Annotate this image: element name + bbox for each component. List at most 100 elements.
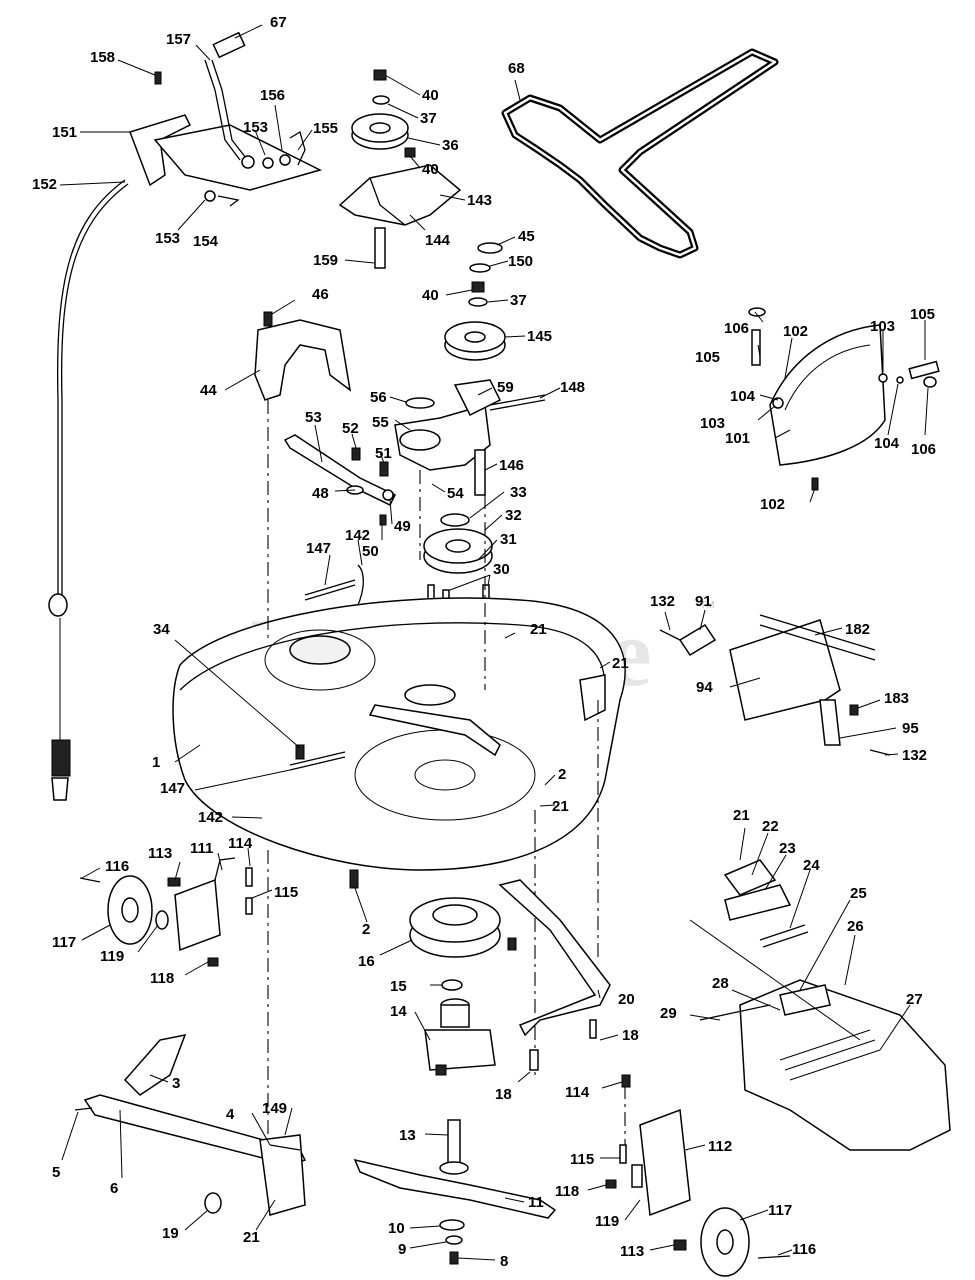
part-label: 55 [372,414,389,431]
control-cable-152 [48,179,129,801]
part-label: 16 [358,953,375,970]
part-label: 4 [226,1106,235,1123]
part-label: 104 [730,388,756,405]
part-label: 113 [148,845,172,862]
part-label: 31 [500,531,517,548]
part-label: 18 [622,1027,639,1044]
part-label: 44 [200,382,217,399]
part-label: 154 [193,233,219,250]
part-label: 103 [700,415,725,432]
deck-arm-20 [498,879,611,1071]
part-label: 37 [420,110,437,127]
part-label: 36 [442,137,459,154]
part-label: 21 [552,798,569,815]
part-label: 14 [390,1003,407,1020]
part-label: 91 [695,593,712,610]
part-label: 148 [560,379,585,396]
part-label: 21 [243,1229,260,1246]
part-label: 147 [306,540,331,557]
idler-bracket-143 [338,164,462,269]
part-label: 33 [510,484,527,501]
part-label: 150 [508,253,533,270]
part-label: 53 [305,409,322,426]
part-label: 102 [783,323,808,340]
front-hanger-arm-6 [74,1033,307,1216]
part-label: 13 [399,1127,416,1144]
part-label: 15 [390,978,407,995]
part-label: 156 [260,87,285,104]
part-label: 21 [530,621,547,638]
part-label: 20 [618,991,635,1008]
part-label: 132 [650,593,675,610]
part-label: 105 [695,349,720,366]
part-number-labels: 67 157 158 151 156 153 155 152 153 154 4… [32,14,936,1270]
part-label: 34 [153,621,170,638]
part-label: 5 [52,1164,60,1181]
part-label: 145 [527,328,552,345]
part-label: 10 [388,1220,405,1237]
part-label: 115 [274,884,298,901]
part-label: 106 [911,441,936,458]
part-label: 52 [342,420,359,437]
part-label: 116 [792,1241,816,1258]
leader-lines [59,24,929,1261]
part-label: 1 [152,754,160,771]
blade-11 [353,1119,557,1265]
part-label: 2 [362,921,370,938]
part-label: 147 [160,780,185,797]
part-label: 21 [612,655,629,672]
part-label: 158 [90,49,115,66]
part-label: 46 [312,286,329,303]
part-label: 103 [870,318,895,335]
part-label: 153 [155,230,180,247]
part-label: 54 [447,485,464,502]
part-label: 146 [499,457,524,474]
part-label: 37 [510,292,527,309]
part-label: 157 [166,31,191,48]
part-label: 30 [493,561,510,578]
part-label: 117 [768,1202,792,1219]
part-label: 115 [570,1151,594,1168]
part-label: 23 [779,840,796,857]
part-label: 56 [370,389,387,406]
belt-guard-44 [254,311,352,401]
part-label: 114 [565,1084,590,1101]
part-label: 152 [32,176,57,193]
part-label: 153 [243,119,268,136]
part-label: 24 [803,857,820,874]
part-label: 18 [495,1086,512,1103]
part-label: 21 [733,807,750,824]
part-label: 101 [725,430,750,447]
part-label: 9 [398,1241,406,1258]
part-label: 117 [52,934,76,951]
part-label: 149 [262,1100,287,1117]
part-label: 28 [712,975,729,992]
part-label: 32 [505,507,522,524]
part-label: 182 [845,621,870,638]
part-label: 22 [762,818,779,835]
part-label: 113 [620,1243,644,1260]
part-label: 2 [558,766,566,783]
part-label: 27 [906,991,923,1008]
watermark-tm: TM [700,600,714,611]
idler-pulley-36 [351,69,416,158]
part-label: 106 [724,320,749,337]
part-label: 143 [467,192,492,209]
part-label: 40 [422,87,439,104]
part-label: 114 [228,835,253,852]
mower-deck-1 [172,597,626,871]
part-label: 132 [902,747,927,764]
part-label: 144 [425,232,451,249]
part-label: 40 [422,161,439,178]
part-label: 11 [528,1194,544,1211]
part-label: 112 [708,1138,732,1155]
part-label: 118 [555,1183,579,1200]
part-label: 40 [422,287,439,304]
part-label: 102 [760,496,785,513]
part-label: 3 [172,1075,180,1092]
part-label: 183 [884,690,909,707]
part-label: 8 [500,1253,508,1270]
part-label: 25 [850,885,867,902]
